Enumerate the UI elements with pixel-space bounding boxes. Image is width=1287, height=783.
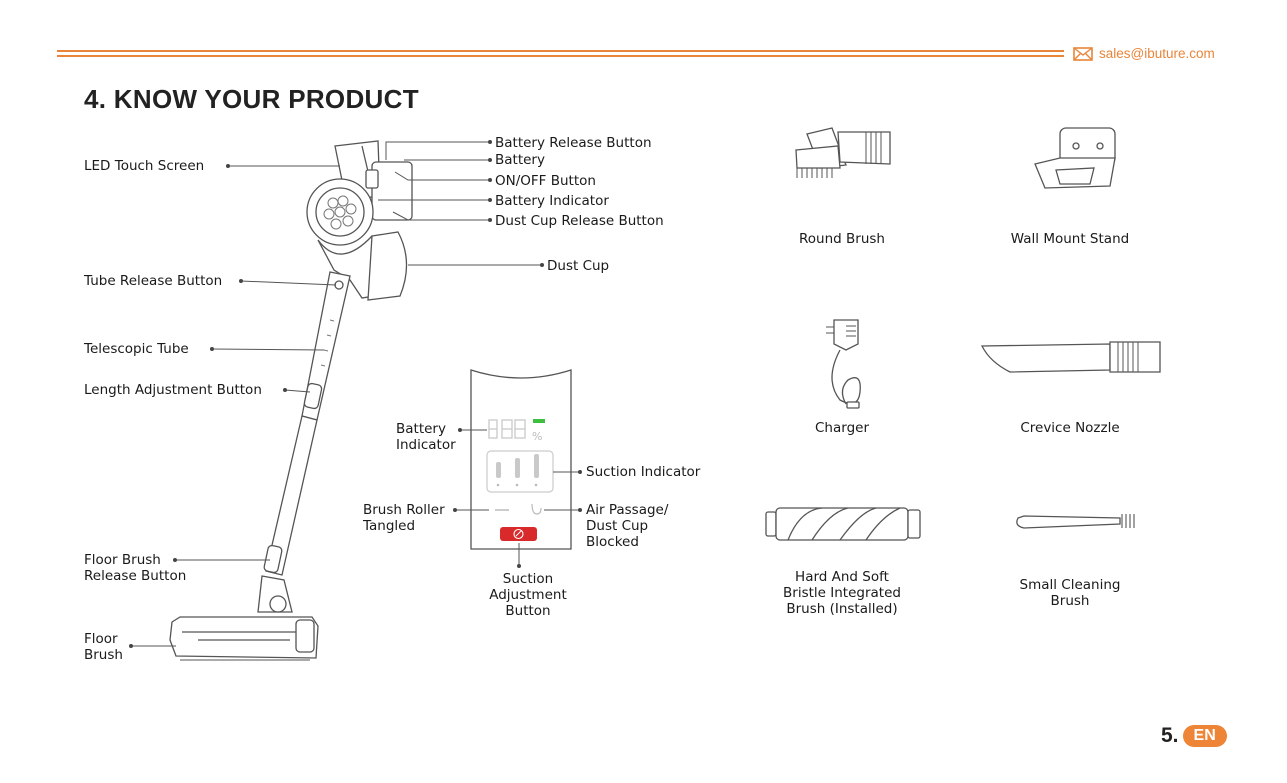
charger-illustration — [826, 319, 861, 409]
mail-icon — [1073, 46, 1093, 61]
label-battery-indicator: Battery Indicator — [495, 193, 609, 209]
round-brush-illustration — [795, 127, 891, 178]
header-rule-bottom — [57, 55, 1064, 57]
accessory-round-brush: Round Brush — [799, 231, 885, 247]
page-title: 4. KNOW YOUR PRODUCT — [84, 84, 419, 114]
bristle-brush-illustration — [765, 507, 921, 541]
label-floor-brush-release-button: Floor Brush Release Button — [84, 552, 187, 584]
label-battery: Battery — [495, 152, 545, 168]
display-panel — [470, 369, 572, 550]
label-suction-indicator: Suction Indicator — [586, 464, 701, 480]
accessory-wall-mount-stand: Wall Mount Stand — [1010, 231, 1130, 247]
label-panel-battery-indicator: Battery Indicator — [396, 421, 456, 453]
label-led-touch-screen: LED Touch Screen — [84, 158, 205, 174]
accessory-bristle-brush: Hard And Soft Bristle Integrated Brush (… — [783, 569, 901, 617]
header-email[interactable]: sales@ibuture.com — [1073, 46, 1215, 61]
email-text: sales@ibuture.com — [1099, 46, 1215, 61]
vacuum-callouts — [129, 140, 544, 648]
label-tube-release-button: Tube Release Button — [84, 273, 223, 289]
accessory-crevice-nozzle: Crevice Nozzle — [1020, 420, 1120, 436]
wall-mount-stand-illustration — [1034, 127, 1116, 189]
vacuum-illustration — [169, 140, 413, 661]
label-dust-cup-release-button: Dust Cup Release Button — [495, 213, 664, 229]
language-badge: EN — [1182, 725, 1227, 747]
label-air-passage-blocked: Air Passage/ Dust Cup Blocked — [586, 502, 669, 550]
panel-callouts — [453, 428, 582, 568]
header-rule-top — [57, 50, 1064, 52]
small-cleaning-brush-illustration — [1016, 514, 1135, 529]
label-floor-brush: Floor Brush — [84, 631, 123, 663]
label-suction-adjustment-button: Suction Adjustment Button — [489, 571, 567, 619]
label-length-adjustment-button: Length Adjustment Button — [84, 382, 262, 398]
panel-percent-symbol: % — [532, 430, 543, 443]
label-brush-roller-tangled: Brush Roller Tangled — [363, 502, 445, 534]
page-number-text: 5. — [1161, 724, 1179, 747]
label-dust-cup: Dust Cup — [547, 258, 610, 274]
page-number: 5. EN — [1161, 724, 1227, 748]
label-battery-release-button: Battery Release Button — [495, 135, 652, 151]
crevice-nozzle-illustration — [980, 341, 1161, 373]
accessory-charger: Charger — [815, 420, 869, 436]
label-on-off-button: ON/OFF Button — [495, 173, 596, 189]
label-telescopic-tube: Telescopic Tube — [84, 341, 189, 357]
accessory-small-cleaning-brush: Small Cleaning Brush — [1019, 577, 1121, 609]
